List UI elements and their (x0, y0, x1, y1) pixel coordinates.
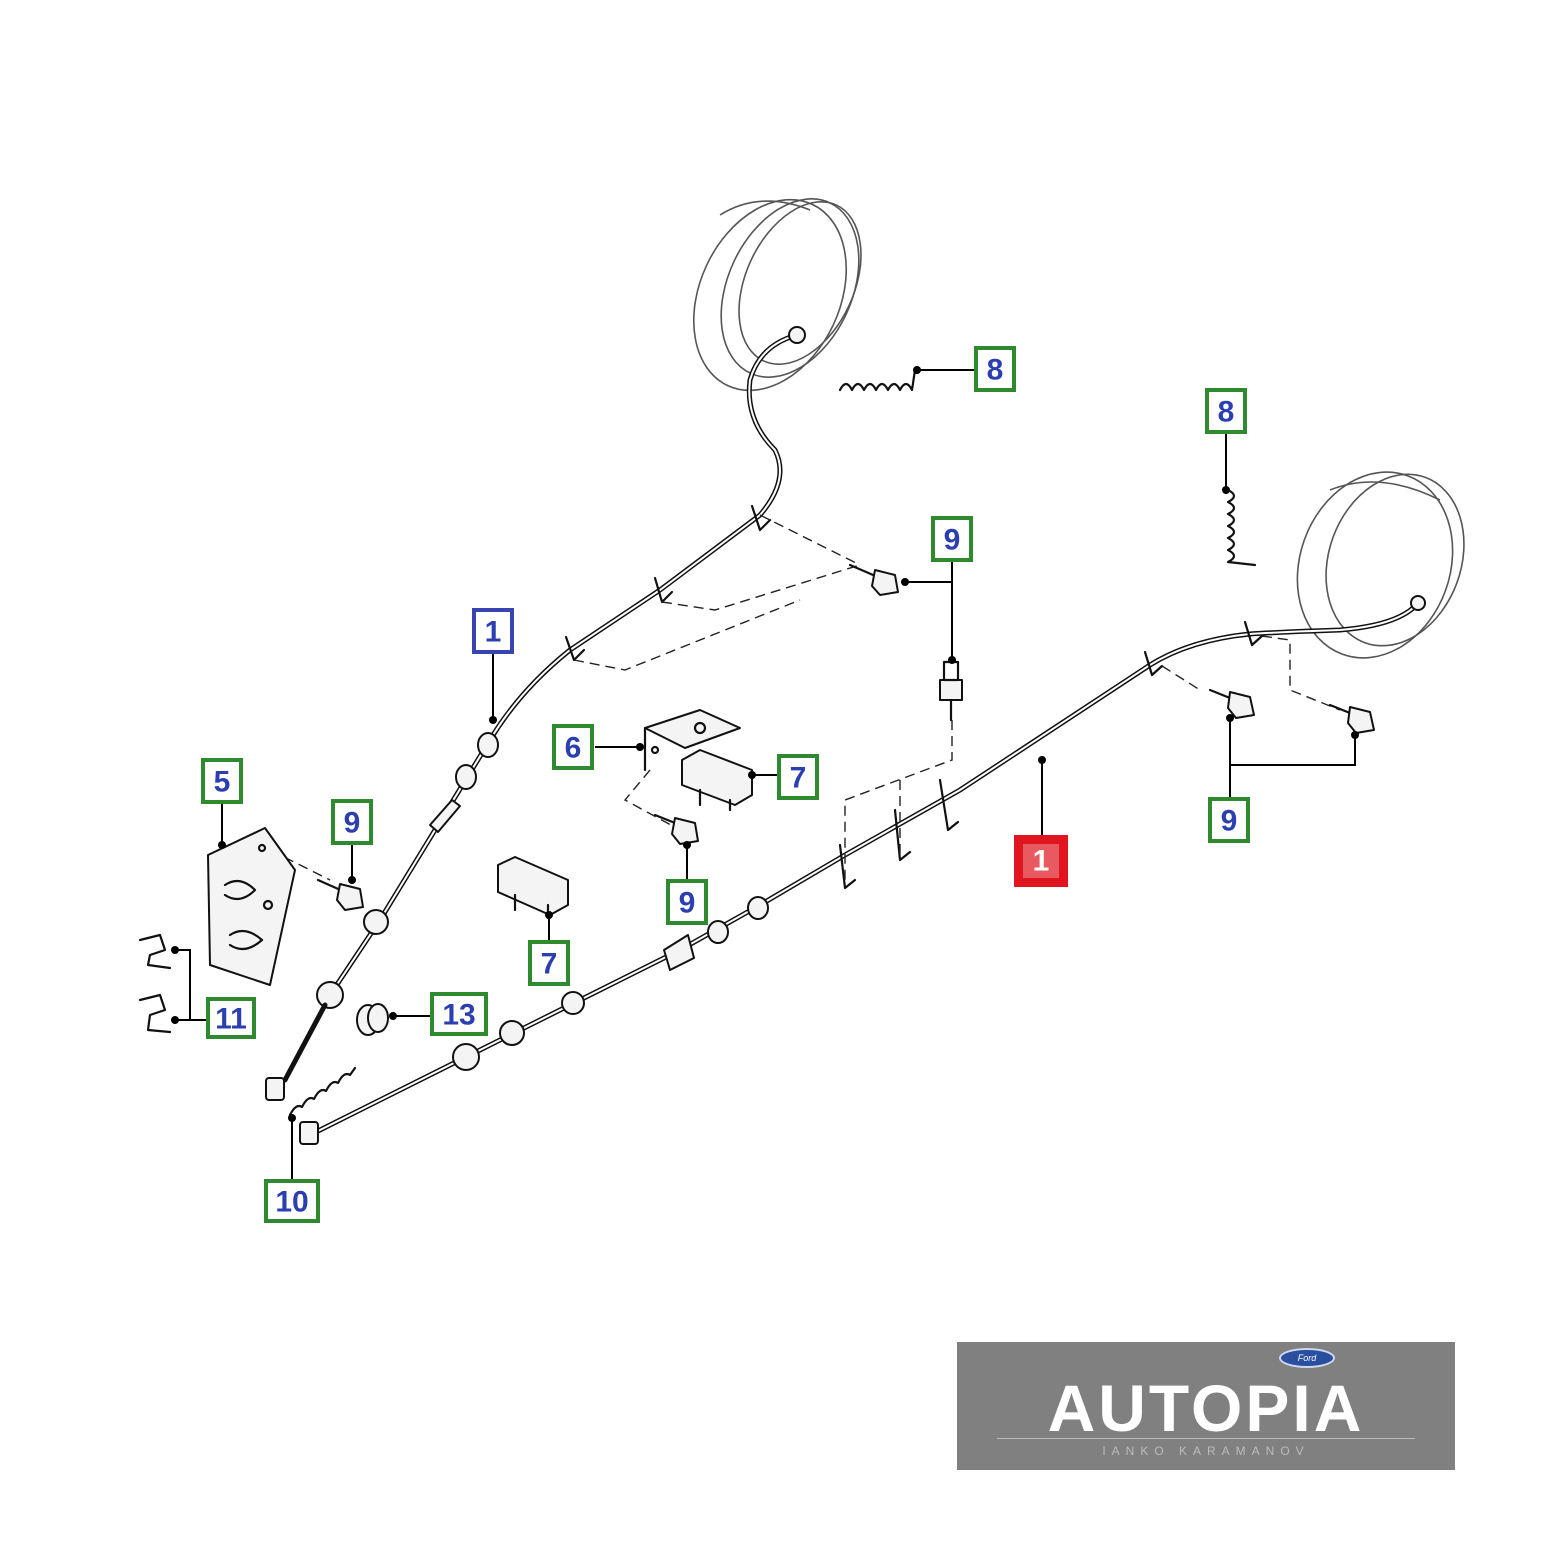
right-cable (299, 595, 1426, 1145)
svg-text:6: 6 (565, 732, 582, 765)
callout-7-upper[interactable]: 7 (777, 754, 819, 800)
callout-10[interactable]: 10 (264, 1179, 320, 1223)
svg-text:11: 11 (215, 1003, 247, 1036)
callout-9-right[interactable]: 9 (1208, 797, 1250, 843)
bolt-9-vertical (939, 660, 963, 722)
spring-8-left (838, 368, 917, 392)
clip-7-lower (497, 856, 569, 920)
callout-9-left[interactable]: 9 (331, 799, 373, 845)
left-brake-drum (692, 198, 862, 392)
autopia-logo: Ford AUTOPIA IANKO KARAMANOV (957, 1342, 1455, 1470)
bolt-9-left (316, 878, 364, 911)
svg-text:13: 13 (442, 999, 475, 1032)
callout-8-right[interactable]: 8 (1205, 388, 1247, 434)
callout-5[interactable]: 5 (201, 758, 243, 804)
grommet-13 (356, 1003, 389, 1036)
callout-11[interactable]: 11 (206, 997, 256, 1039)
svg-text:9: 9 (944, 524, 961, 557)
bolt-9-right-b (1328, 703, 1375, 734)
svg-text:1: 1 (485, 616, 502, 649)
callout-6[interactable]: 6 (552, 724, 594, 770)
assembly-dash-lines (269, 514, 1341, 885)
bracket-5 (207, 827, 296, 986)
logo-brand: AUTOPIA (1047, 1371, 1365, 1445)
right-brake-drum (1296, 471, 1465, 659)
svg-text:9: 9 (679, 887, 696, 920)
bolts (316, 563, 1375, 911)
spring-8-right (1226, 488, 1257, 567)
logo-divider (997, 1438, 1415, 1439)
clip-7-upper (681, 749, 753, 812)
callout-9-top[interactable]: 9 (931, 516, 973, 562)
svg-text:7: 7 (541, 948, 558, 981)
svg-text:8: 8 (987, 354, 1004, 387)
callout-1-blue[interactable]: 1 (472, 608, 514, 654)
logo-subtitle: IANKO KARAMANOV (1102, 1444, 1310, 1458)
left-cable (265, 326, 806, 1101)
callout-7-lower[interactable]: 7 (528, 940, 570, 986)
callout-13[interactable]: 13 (430, 992, 488, 1036)
svg-text:9: 9 (1221, 805, 1238, 838)
bolt-9-top (848, 563, 899, 596)
bracket-6 (643, 709, 741, 772)
svg-text:10: 10 (275, 1186, 308, 1219)
leader-lines (171, 366, 1359, 1180)
callout-1-red[interactable]: 1 (1014, 835, 1068, 887)
ford-badge: Ford (1279, 1348, 1335, 1368)
callout-9-middle[interactable]: 9 (666, 879, 708, 925)
svg-text:9: 9 (344, 807, 361, 840)
bolt-9-right-a (1208, 688, 1255, 719)
svg-text:1: 1 (1033, 845, 1050, 878)
callouts: 8 8 9 1 6 7 5 9 (201, 346, 1250, 1223)
svg-text:5: 5 (214, 766, 231, 799)
svg-text:8: 8 (1218, 396, 1235, 429)
svg-text:7: 7 (790, 762, 807, 795)
clips-11 (138, 933, 172, 1034)
callout-8-top-left[interactable]: 8 (974, 346, 1016, 392)
spring-10 (288, 1066, 357, 1117)
springs (288, 368, 1257, 1117)
